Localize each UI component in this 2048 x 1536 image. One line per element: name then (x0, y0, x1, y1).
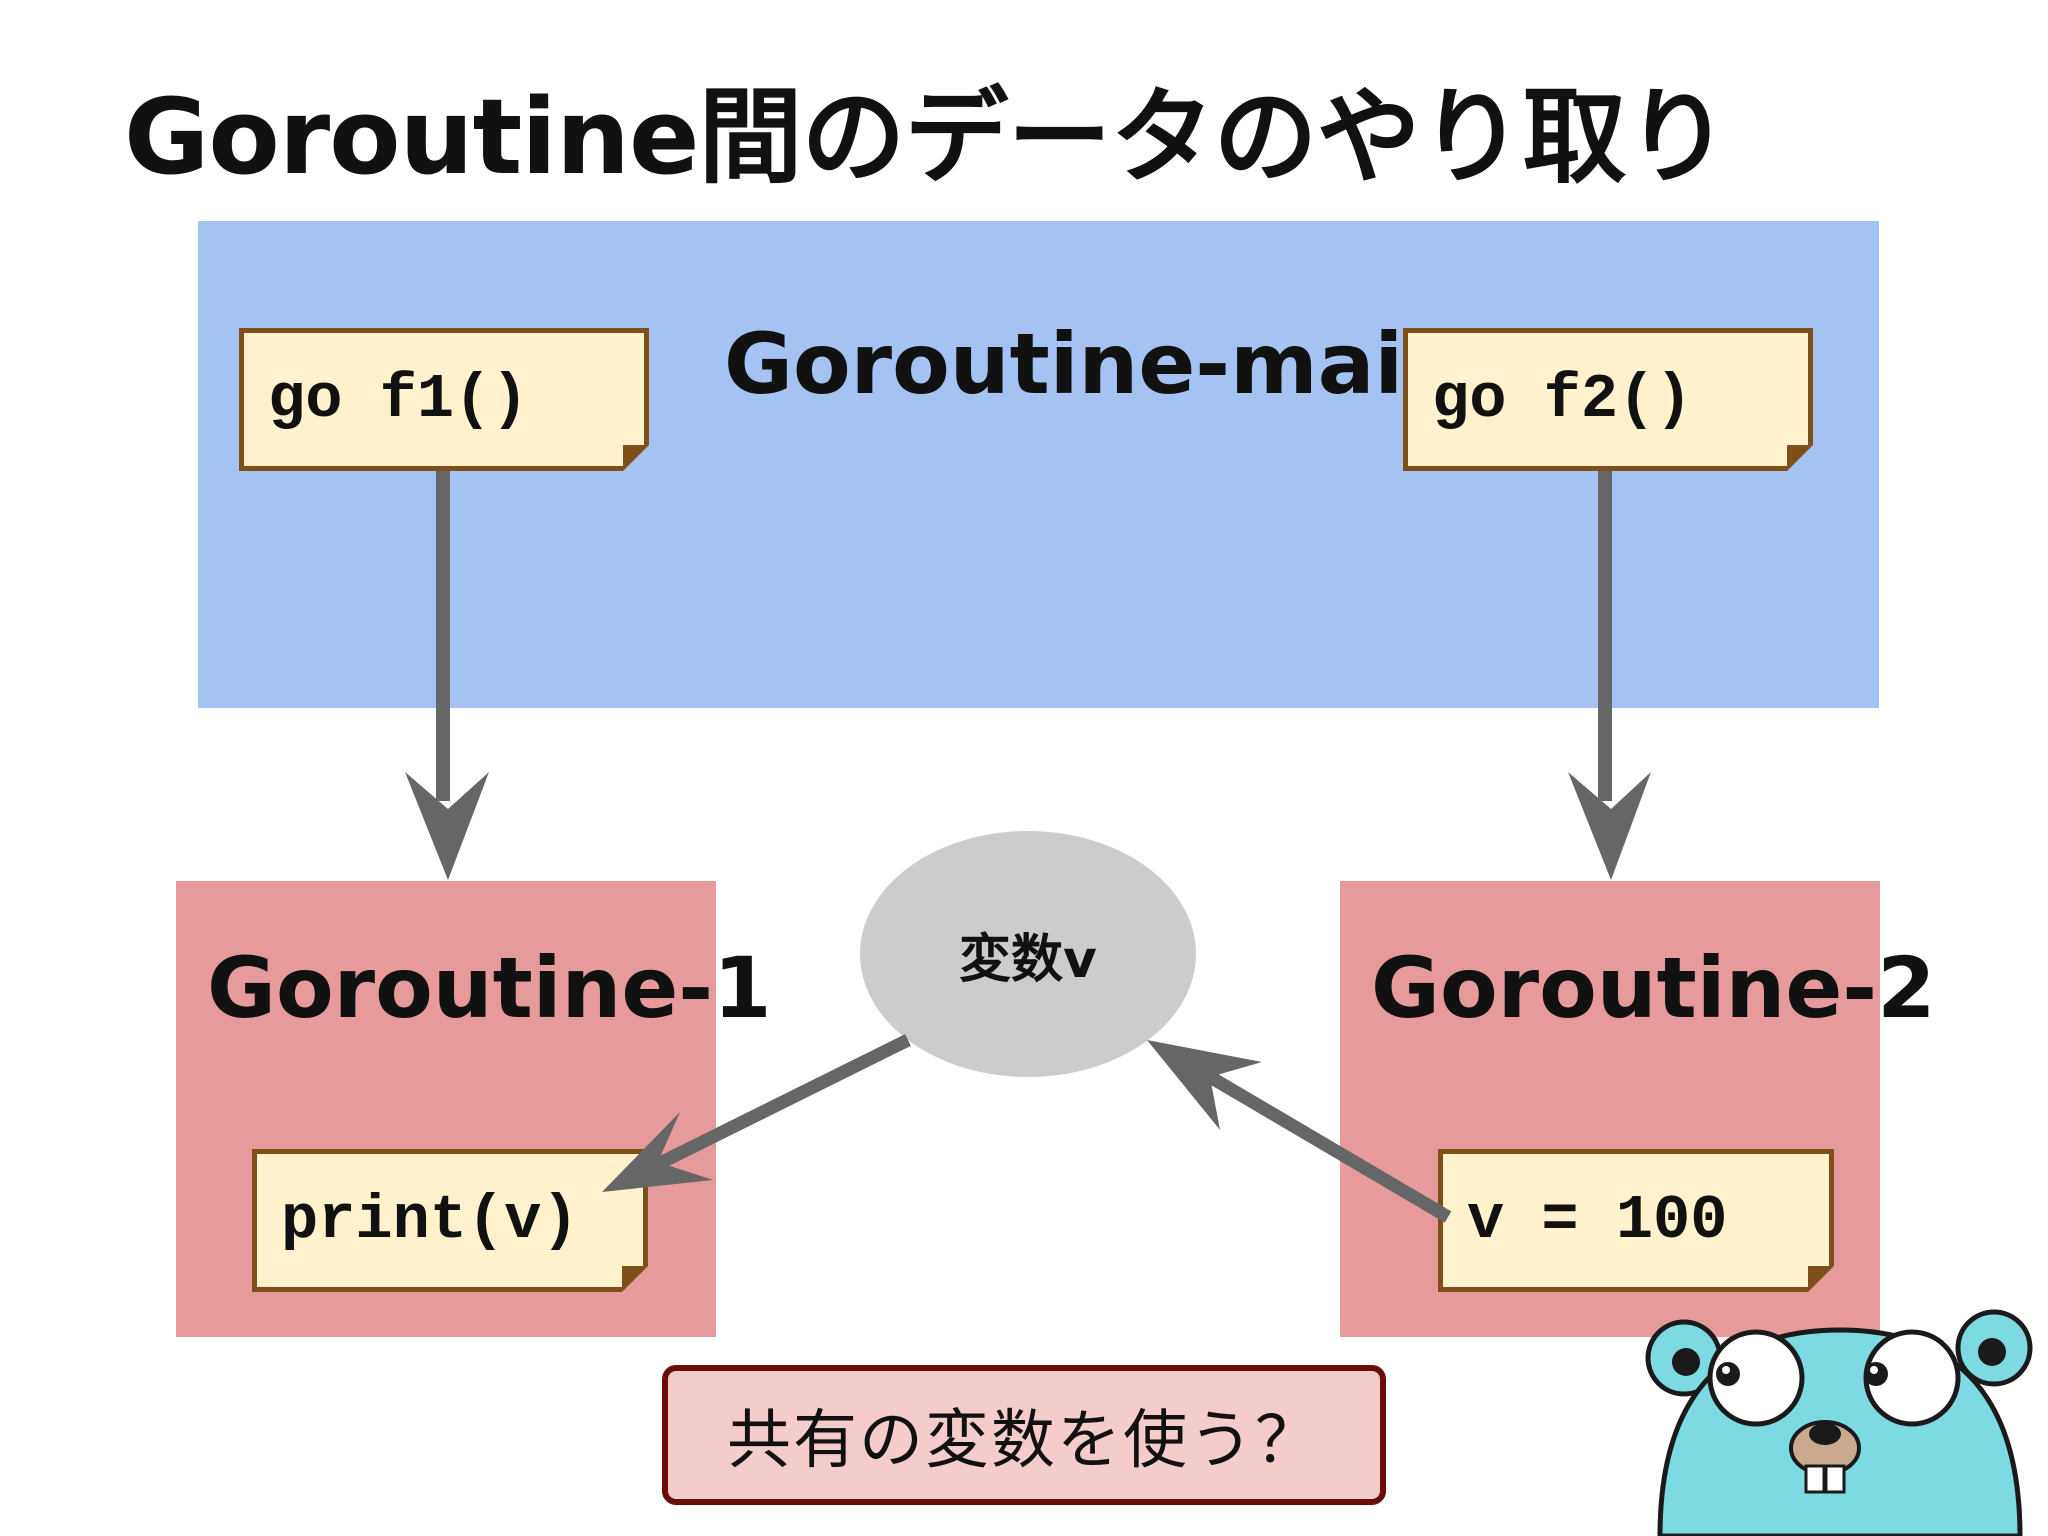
go-gopher-icon (1645, 1309, 2033, 1536)
goroutine-2-label: Goroutine-2 (1371, 939, 1936, 1037)
page-title: Goroutine間のデータのやり取り (124, 76, 1730, 198)
go-f2-note: go f2() (1403, 328, 1813, 471)
question-label: 共有の変数を使う？ (727, 1404, 1321, 1478)
shared-variable-node: 変数v (860, 831, 1196, 1077)
shared-variable-label: 変数v (959, 929, 1097, 990)
spawn-arrow-1-head (405, 772, 489, 880)
write-arrow-head (1147, 1040, 1262, 1130)
spawn-arrow-2-head (1568, 772, 1651, 880)
goroutine-1-label: Goroutine-1 (207, 939, 772, 1037)
goroutine-main-label: Goroutine-main (724, 315, 1463, 413)
assign-v-note: v = 100 (1438, 1149, 1834, 1292)
go-f1-note: go f1() (239, 328, 649, 471)
print-v-note: print(v) (252, 1149, 648, 1292)
question-box: 共有の変数を使う？ (662, 1365, 1386, 1505)
